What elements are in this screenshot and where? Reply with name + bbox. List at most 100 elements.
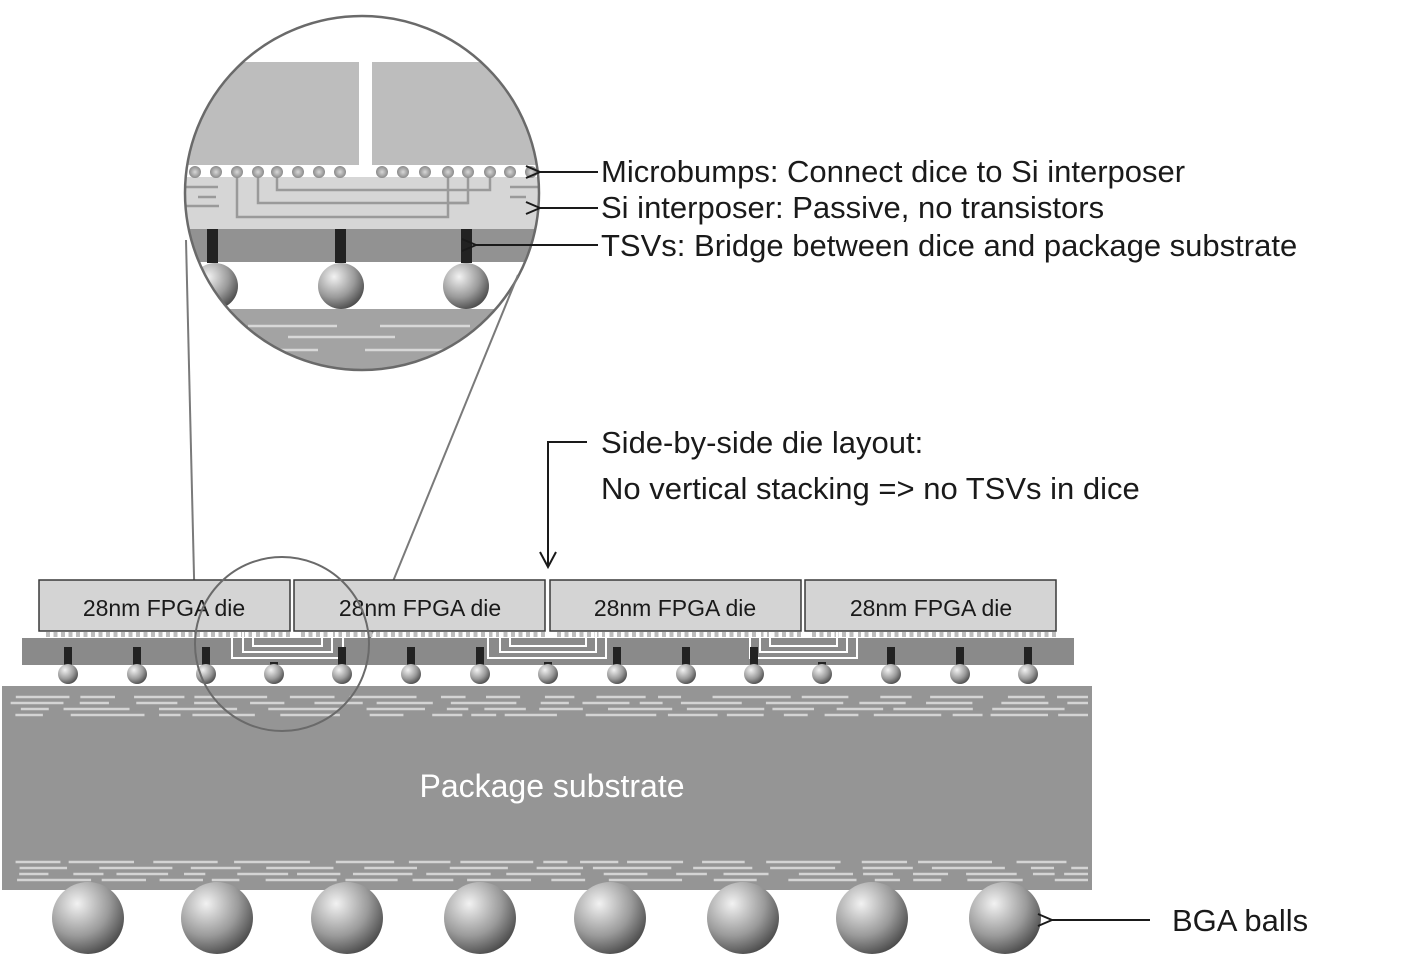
inset-microbump xyxy=(442,166,454,178)
microbump xyxy=(466,632,470,637)
microbump xyxy=(301,632,305,637)
microbump xyxy=(872,632,876,637)
microbump xyxy=(1052,632,1056,637)
microbump xyxy=(503,632,508,637)
microbump xyxy=(977,632,981,637)
inset-c4-ball xyxy=(443,263,489,309)
bga-label: BGA balls xyxy=(1172,903,1308,938)
c4-bump xyxy=(401,664,421,684)
microbump xyxy=(669,632,674,637)
microbump xyxy=(533,632,538,637)
microbump xyxy=(181,632,185,637)
microbump xyxy=(894,632,899,637)
microbump xyxy=(278,632,283,637)
microbump xyxy=(609,632,614,637)
die-label: 28nm FPGA die xyxy=(339,595,501,621)
microbump xyxy=(849,632,854,637)
c4-bump xyxy=(58,664,78,684)
microbump xyxy=(128,632,133,637)
microbump xyxy=(1037,632,1041,637)
microbump xyxy=(782,632,786,637)
microbump xyxy=(647,632,651,637)
microbump xyxy=(308,632,313,637)
main-microbumps xyxy=(46,632,1056,637)
microbump xyxy=(759,632,764,637)
microbump xyxy=(932,632,936,637)
fpga-die: 28nm FPGA die xyxy=(38,579,291,632)
microbump xyxy=(391,632,395,637)
substrate-traces xyxy=(10,695,1088,882)
microbump xyxy=(624,632,629,637)
microbump xyxy=(196,632,200,637)
inset-tsv xyxy=(461,229,472,263)
inset-interposer-traces xyxy=(186,172,539,219)
tsv xyxy=(133,647,141,667)
tsv xyxy=(338,647,346,667)
fpga-die: 28nm FPGA die xyxy=(804,579,1057,632)
microbump xyxy=(143,632,148,637)
microbump xyxy=(46,632,50,637)
fpga-die: 28nm FPGA die xyxy=(293,579,546,632)
microbump xyxy=(662,632,666,637)
microbump xyxy=(752,632,756,637)
microbump xyxy=(428,632,433,637)
microbump xyxy=(969,632,974,637)
microbump xyxy=(684,632,689,637)
inset-microbump xyxy=(313,166,325,178)
tsv-label: TSVs: Bridge between dice and package su… xyxy=(601,228,1297,263)
inset-die-left xyxy=(185,62,359,165)
microbump xyxy=(413,632,418,637)
microbump xyxy=(233,632,238,637)
microbump xyxy=(211,632,215,637)
microbump xyxy=(1007,632,1011,637)
microbump xyxy=(992,632,996,637)
fpga-die: 28nm FPGA die xyxy=(549,579,802,632)
microbump xyxy=(203,632,208,637)
microbump xyxy=(714,632,719,637)
microbump xyxy=(458,632,463,637)
microbump xyxy=(939,632,944,637)
microbump xyxy=(61,632,65,637)
microbump xyxy=(91,632,95,637)
microbump xyxy=(286,632,290,637)
c4-bump xyxy=(470,664,490,684)
microbump xyxy=(924,632,929,637)
microbump xyxy=(572,632,576,637)
microbump xyxy=(1044,632,1049,637)
magnified-inset xyxy=(183,14,541,661)
microbump xyxy=(226,632,230,637)
microbump xyxy=(76,632,80,637)
inset-microbump xyxy=(504,166,516,178)
microbumps-label: Microbumps: Connect dice to Si interpose… xyxy=(601,154,1185,189)
microbump xyxy=(316,632,320,637)
tsv xyxy=(956,647,964,667)
microbump xyxy=(947,632,951,637)
microbump xyxy=(564,632,569,637)
microbump xyxy=(887,632,891,637)
microbump xyxy=(263,632,268,637)
microbump xyxy=(376,632,380,637)
c4-bump xyxy=(1018,664,1038,684)
microbump xyxy=(488,632,493,637)
microbump xyxy=(707,632,711,637)
microbump xyxy=(323,632,328,637)
microbump xyxy=(271,632,275,637)
microbump xyxy=(692,632,696,637)
microbump xyxy=(173,632,178,637)
magnifier-circle xyxy=(183,14,541,372)
bga-ball xyxy=(707,882,779,954)
microbump xyxy=(113,632,118,637)
microbump xyxy=(827,632,831,637)
c4-bump xyxy=(812,664,832,684)
microbump xyxy=(984,632,989,637)
bga-ball xyxy=(181,882,253,954)
inset-microbump xyxy=(189,166,201,178)
microbump xyxy=(1022,632,1026,637)
microbump xyxy=(917,632,921,637)
microbump xyxy=(383,632,388,637)
microbump xyxy=(699,632,704,637)
die-label: 28nm FPGA die xyxy=(594,595,756,621)
c4-bump xyxy=(950,664,970,684)
microbump xyxy=(857,632,861,637)
microbump xyxy=(722,632,726,637)
